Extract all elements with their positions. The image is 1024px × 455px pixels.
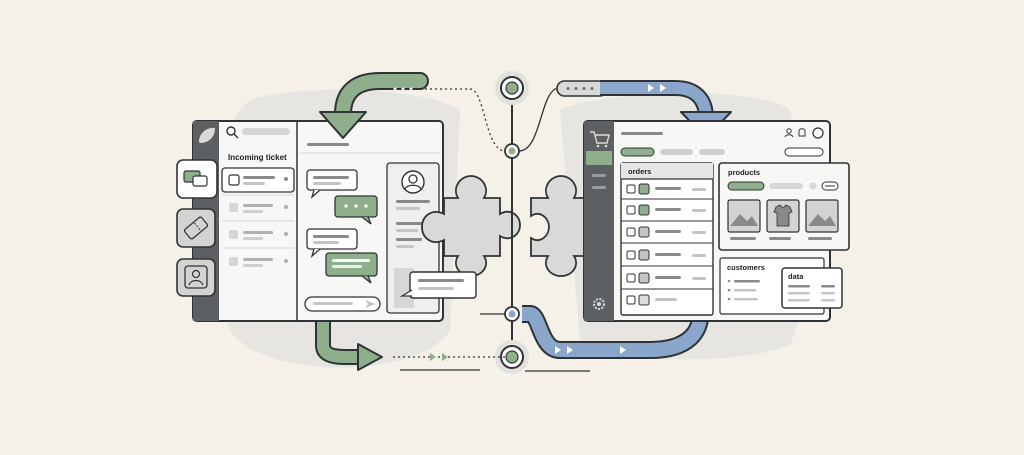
orders-title: orders [628,167,651,176]
order-row[interactable] [626,249,706,261]
gear-icon[interactable] [593,298,605,310]
product-image-thumbnail[interactable] [805,199,839,233]
products-filter[interactable] [769,183,803,189]
product-image-thumbnail[interactable] [727,199,761,233]
helpdesk-panel-title: Incoming ticket [228,153,287,162]
search-input[interactable] [242,128,290,135]
header-action[interactable] [784,147,824,157]
product-shirt-thumbnail[interactable] [766,199,800,233]
chat-icon [183,170,208,187]
tab[interactable] [660,149,693,155]
order-row[interactable] [626,226,706,238]
bell-icon[interactable] [798,128,806,137]
helpdesk-window: Incoming ticket [192,120,444,322]
user-icon[interactable] [784,128,794,138]
ticket-item-selected[interactable] [221,167,295,193]
data-title: data [788,272,804,281]
tab-active[interactable] [620,147,655,157]
ticket-list [221,167,295,267]
ticket-item[interactable] [229,230,288,240]
tab[interactable] [699,149,725,155]
sidebar-item-active[interactable] [586,151,612,165]
search-icon[interactable] [226,126,239,139]
message-input[interactable] [304,296,381,312]
chat-bubble-outgoing [334,195,378,225]
order-row[interactable] [626,204,706,216]
orders-table: orders [620,162,714,316]
contact-card-icon [184,265,208,289]
user-icon [401,170,425,194]
avatar[interactable] [812,127,824,139]
cart-icon[interactable] [590,131,610,148]
data-card: data [781,267,843,309]
order-row[interactable] [626,294,677,306]
connector-node-top [495,71,529,105]
connector-node-bottom [495,340,529,374]
products-title: products [728,168,760,177]
connector-node [504,143,520,159]
chat-bubble-incoming [306,228,358,258]
central-connector [390,71,590,374]
order-row[interactable] [626,183,706,195]
ticket-item[interactable] [229,257,288,267]
contact-card-icon-button[interactable] [176,258,216,297]
ticket-icon-button[interactable] [176,208,216,248]
chat-bubble-outgoing [325,252,378,284]
connector-node [504,306,520,322]
products-card: products [718,162,850,251]
floating-message-card [399,271,477,299]
customers-title: customers [727,263,765,272]
puzzle-piece-left [421,175,521,277]
products-filter-active[interactable] [727,181,765,191]
green-flow-arrow-top [319,72,429,139]
ticket-icon [183,216,209,240]
chat-icon-button[interactable] [176,159,218,199]
send-icon [365,300,376,308]
green-flow-arrow-bottom [315,322,448,371]
chat-bubble-incoming [306,169,358,199]
leaf-icon [199,127,215,143]
order-row[interactable] [626,272,706,284]
conversation-pane [300,143,440,312]
ticket-item[interactable] [229,203,288,213]
